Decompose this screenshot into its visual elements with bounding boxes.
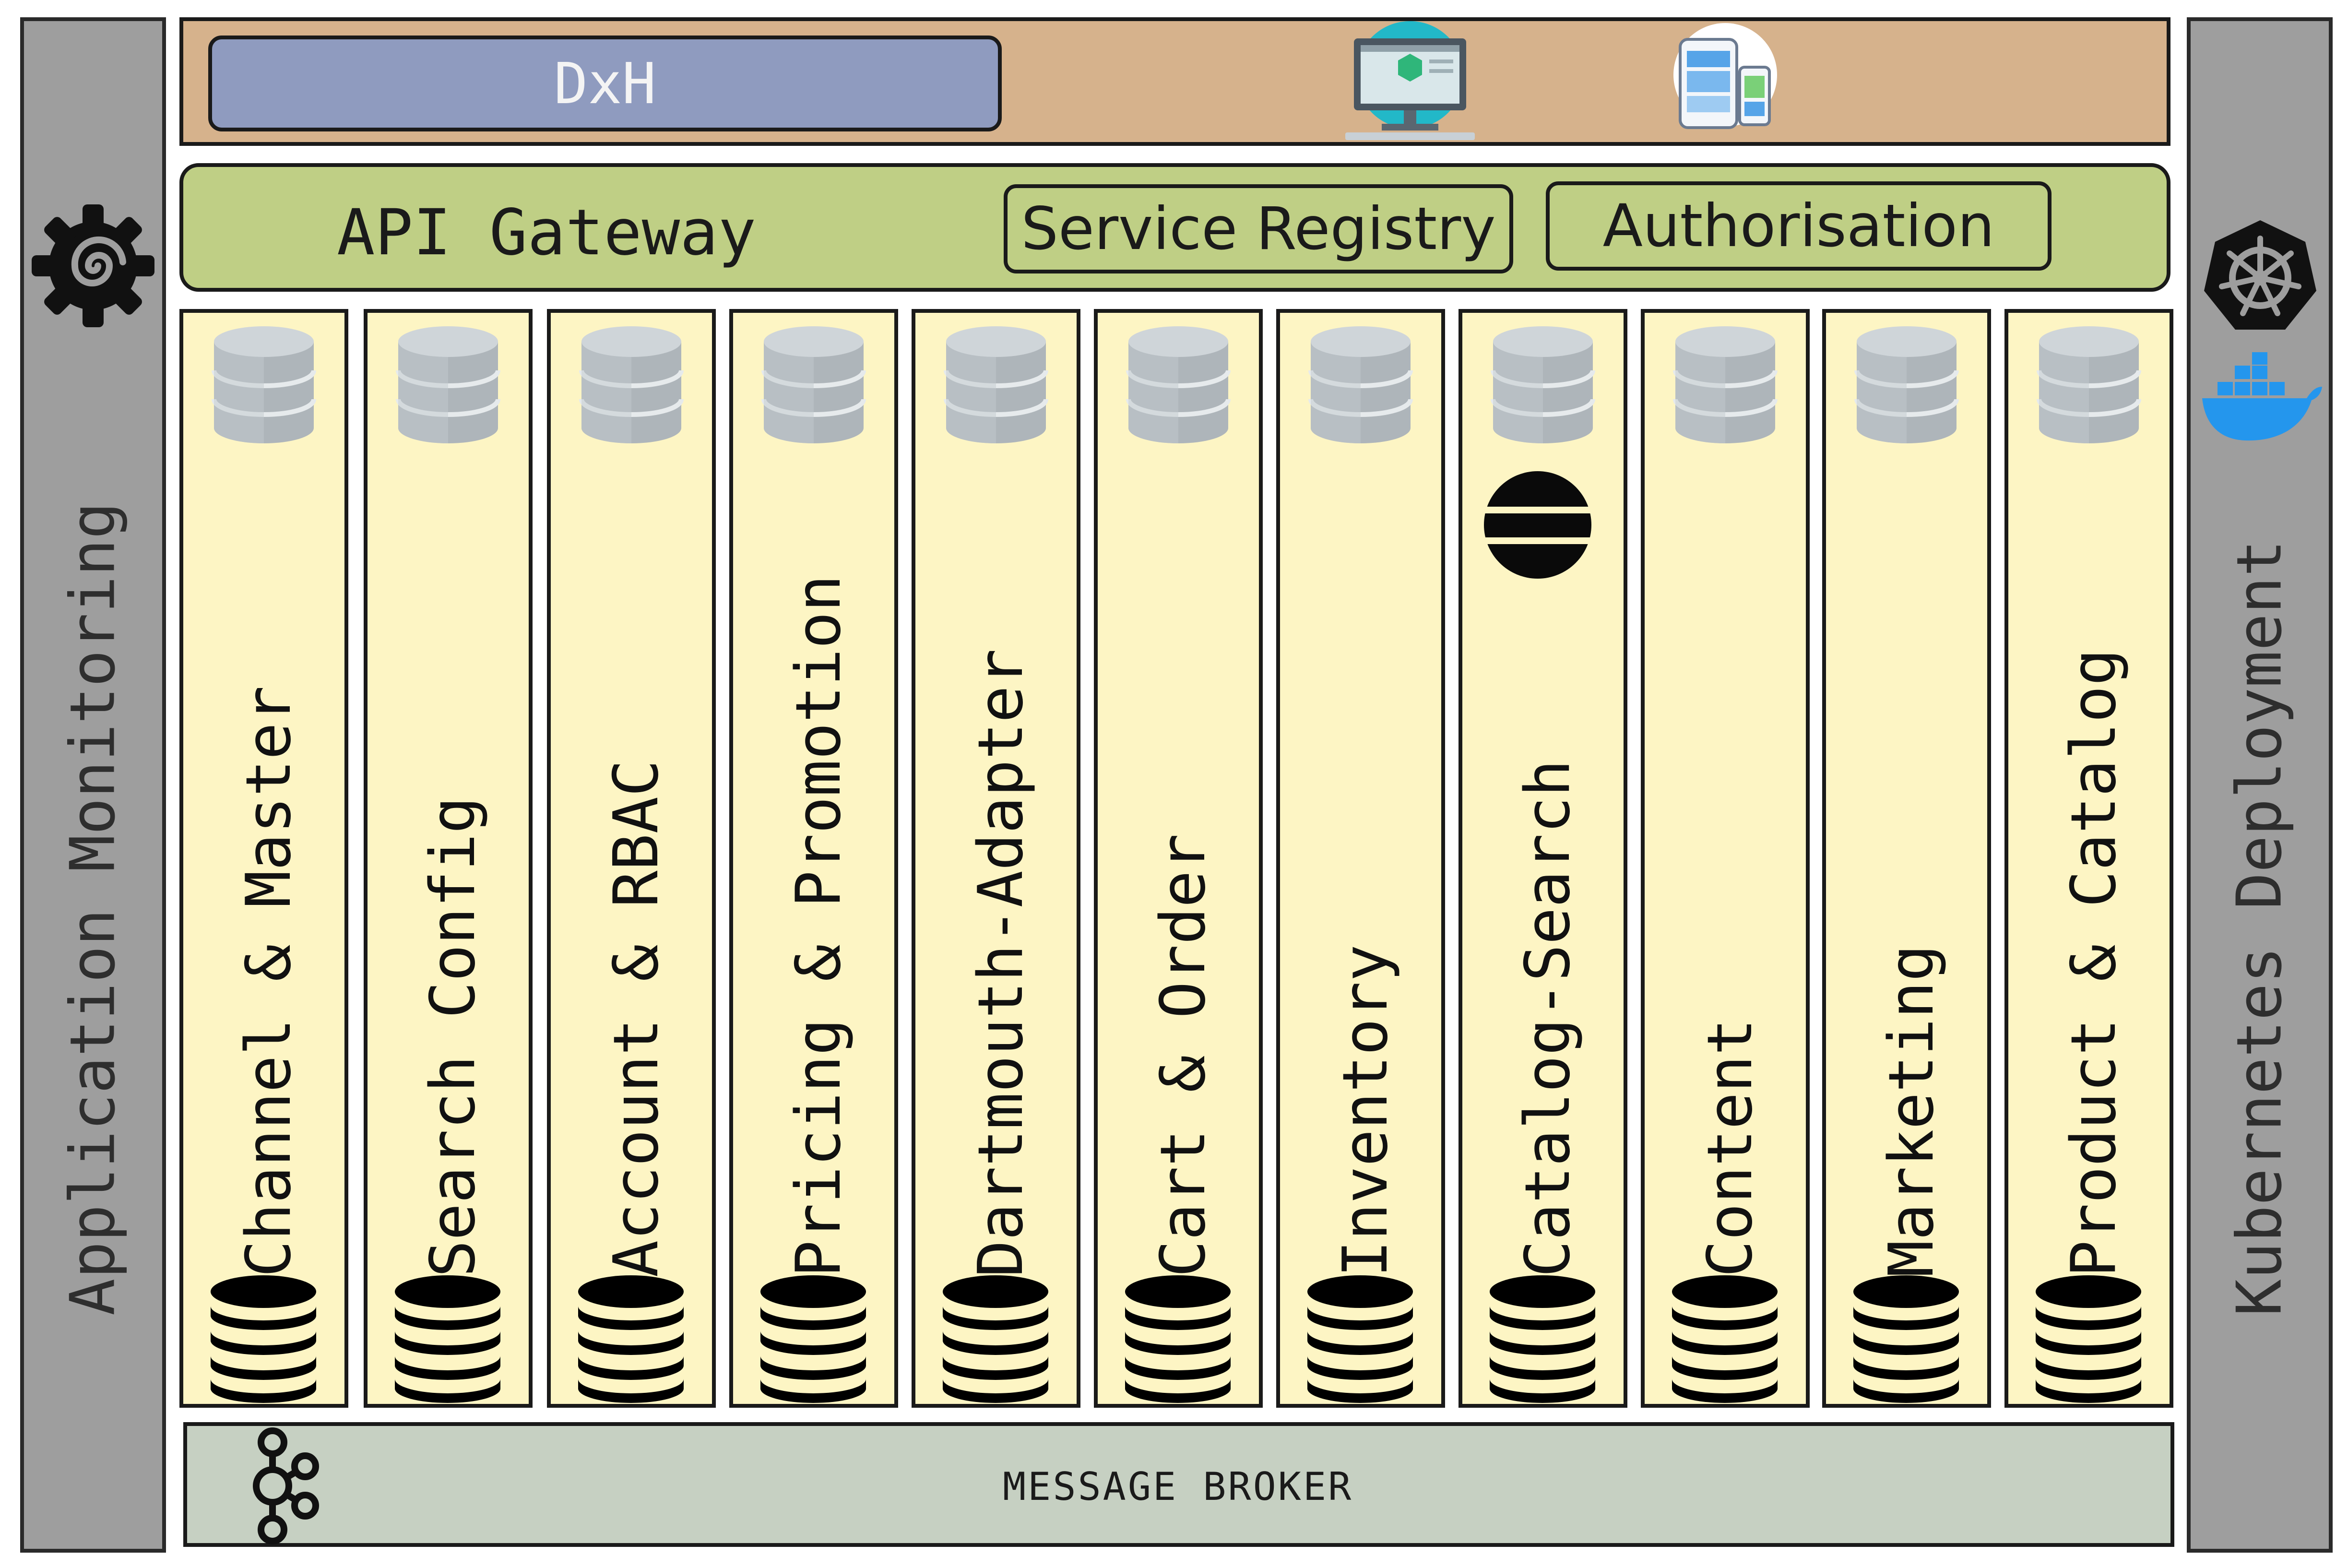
application-monitoring-panel: Application Monitoring xyxy=(20,17,166,1553)
service-label: Marketing xyxy=(1876,944,1947,1277)
datastore-icon xyxy=(2036,1275,2141,1403)
kafka-icon xyxy=(253,1427,319,1544)
service-column[interactable]: Dartmouth-Adapter xyxy=(912,309,1080,1408)
database-icon xyxy=(944,326,1048,443)
api-gateway-label: API Gateway xyxy=(337,196,757,270)
service-label: Dartmouth-Adapter xyxy=(965,648,1037,1277)
service-label: Account & RBAC xyxy=(601,760,672,1277)
datastore-icon xyxy=(1672,1275,1778,1403)
service-registry-box[interactable]: Service Registry xyxy=(1004,184,1513,273)
api-gateway-bar: API Gateway Service Registry Authorisati… xyxy=(179,163,2170,292)
service-column[interactable]: Search Config xyxy=(364,309,533,1408)
service-column[interactable]: Cart & Order xyxy=(1094,309,1263,1408)
service-column[interactable]: Marketing xyxy=(1822,309,1991,1408)
datastore-icon xyxy=(943,1275,1048,1403)
database-icon xyxy=(761,326,866,443)
database-icon xyxy=(212,326,316,443)
experience-layer-bar: DxH xyxy=(179,17,2170,146)
service-column[interactable]: Catalog-Search xyxy=(1459,309,1627,1408)
kubernetes-deployment-panel: Kubernetes Deployment xyxy=(2187,17,2333,1553)
datastore-icon xyxy=(760,1275,866,1403)
grafana-icon xyxy=(32,204,154,327)
service-label: Catalog-Search xyxy=(1512,760,1584,1277)
database-icon xyxy=(1126,326,1231,443)
database-icon xyxy=(1491,326,1595,443)
service-label: Search Config xyxy=(417,796,489,1277)
application-monitoring-label: Application Monitoring xyxy=(57,502,129,1316)
datastore-icon xyxy=(395,1275,500,1403)
kubernetes-icon xyxy=(2204,220,2316,330)
datastore-icon xyxy=(1307,1275,1413,1403)
message-broker-bar: MESSAGE BROKER xyxy=(183,1422,2174,1547)
database-icon xyxy=(1308,326,1413,443)
service-label: Channel & Master xyxy=(233,686,305,1277)
dxh-box[interactable]: DxH xyxy=(208,36,1002,131)
docker-icon xyxy=(2202,352,2322,441)
mobile-devices-icon xyxy=(1673,23,1777,129)
database-icon xyxy=(2037,326,2141,443)
authorisation-box[interactable]: Authorisation xyxy=(1546,181,2052,271)
service-column[interactable]: Account & RBAC xyxy=(547,309,716,1408)
service-column[interactable]: Channel & Master xyxy=(179,309,348,1408)
elastic-icon xyxy=(1482,471,1593,579)
service-column[interactable]: Pricing & Promotion xyxy=(729,309,898,1408)
database-icon xyxy=(396,326,500,443)
service-column[interactable]: Content xyxy=(1641,309,1810,1408)
service-column[interactable]: Product & Catalog xyxy=(2004,309,2173,1408)
service-label: Product & Catalog xyxy=(2058,648,2130,1277)
service-label: Pricing & Promotion xyxy=(783,574,854,1277)
datastore-icon xyxy=(211,1275,316,1403)
message-broker-label: MESSAGE BROKER xyxy=(1003,1464,1353,1509)
database-icon xyxy=(1854,326,1959,443)
service-label: Content xyxy=(1695,1018,1766,1277)
service-label: Inventory xyxy=(1330,944,1401,1277)
service-label: Cart & Order xyxy=(1148,833,1219,1277)
datastore-icon xyxy=(1490,1275,1595,1403)
desktop-monitor-icon xyxy=(1345,21,1475,140)
database-icon xyxy=(1673,326,1778,443)
datastore-icon xyxy=(1125,1275,1231,1403)
kubernetes-deployment-label: Kubernetes Deployment xyxy=(2224,539,2296,1317)
service-column[interactable]: Inventory xyxy=(1276,309,1445,1408)
datastore-icon xyxy=(578,1275,684,1403)
database-icon xyxy=(579,326,684,443)
datastore-icon xyxy=(1853,1275,1959,1403)
